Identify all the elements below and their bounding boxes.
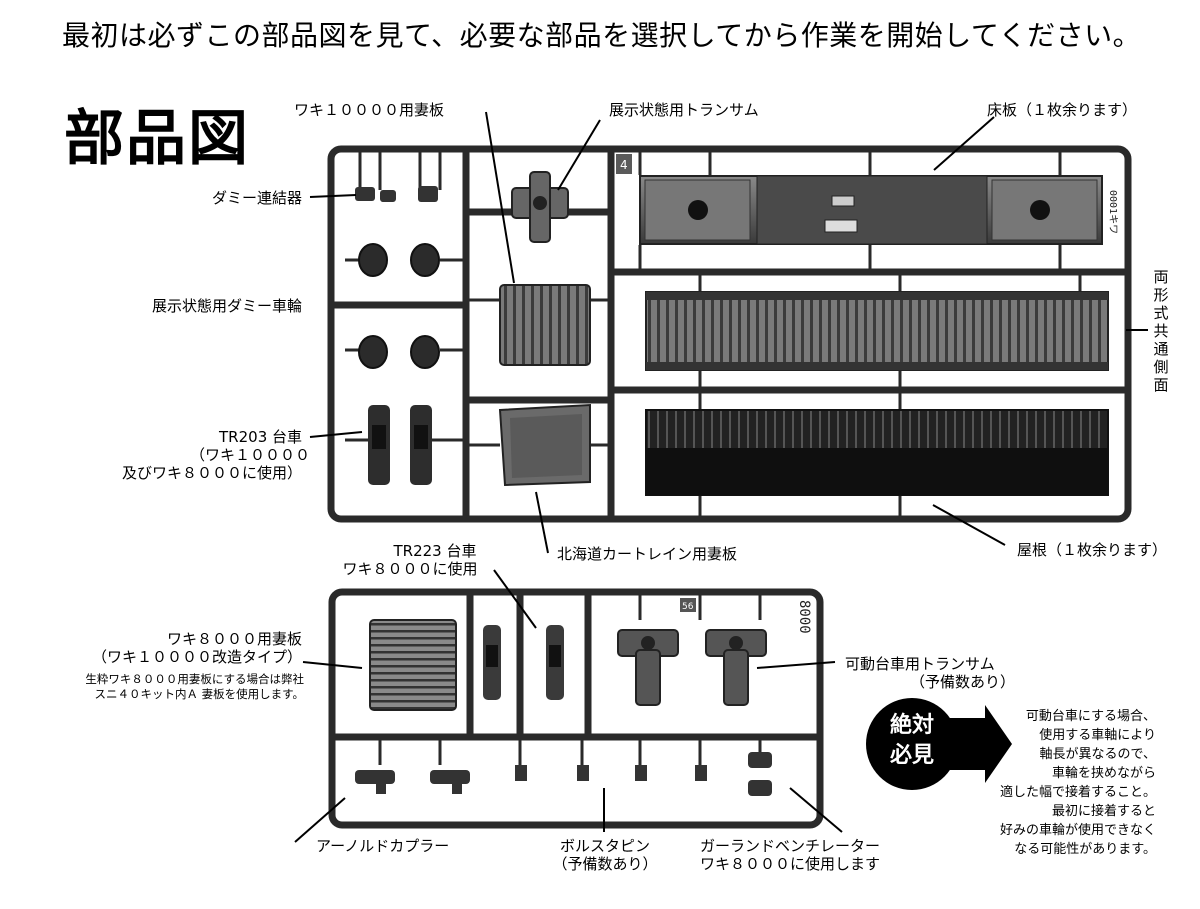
arnold-coupler-parts [355,770,470,794]
caution-line: 適した幅で接着すること。 [999,785,1156,800]
lower-sprue-tag-number: 56 [682,602,694,612]
label-display-dummy-wheels: 展示状態用ダミー車輪 [151,297,302,315]
hokkaido-end-plate-part [498,403,591,487]
must-read-badge [866,698,1012,790]
caution-line: なる可能性があります。 [1014,842,1156,857]
waki8000-note-line2: スニ４０キット内Ａ 妻板を使用します。 [94,687,304,701]
tr203-truck-parts [368,405,432,485]
garland-ventilator-parts [748,752,772,796]
lower-sprue-code: 8000 [796,600,812,634]
label-tr203-line3: 及びワキ８０００に使用） [121,464,302,482]
floor-plate-part: 0001キワ [639,175,1118,245]
side-panel-part [645,291,1109,371]
display-transom-part [511,171,569,243]
label-tr223-line1: TR223 台車 [393,542,477,560]
label-arnold-coupler: アーノルドカプラー [316,837,450,855]
sprue-tag [616,154,632,174]
tr223-truck-parts [483,625,564,700]
page-title: 部品図 [64,104,250,174]
caution-line: 可動台車にする場合、 [1025,709,1156,724]
label-both-types-side: 両形式共通側面 [1153,268,1169,394]
label-dummy-coupler: ダミー連結器 [211,189,302,207]
label-bolster-pin-line2: （予備数あり） [552,855,658,873]
caution-line: 好みの車輪が使用できなく [999,823,1156,838]
label-tr223-line2: ワキ８０００に使用 [342,560,478,578]
sprue-tag-number: 4 [620,158,628,172]
label-garland-line2: ワキ８０００に使用します [700,855,881,873]
label-waki10000-end-plate: ワキ１００００用妻板 [294,101,445,119]
leader-lines [294,111,1148,843]
label-waki8000-end-line2: （ワキ１００００改造タイプ） [91,648,302,666]
lower-sprue [328,588,824,829]
label-display-transom: 展示状態用トランサム [609,101,759,119]
badge-line1: 絶対 [889,713,934,738]
floor-code: 0001キワ [1107,190,1118,234]
label-roof: 屋根（１枚余ります） [1017,541,1168,559]
label-movable-transom-line2: （予備数あり） [910,673,1016,691]
label-movable-transom-line1: 可動台車用トランサム [845,655,995,673]
waki8000-note-line1: 生粋ワキ８０００用妻板にする場合は弊社 [85,672,304,686]
waki10000-end-plate-part [499,284,591,366]
label-bolster-pin-line1: ボルスタピン [559,837,650,855]
dummy-wheel-parts [358,243,440,369]
movable-transom-parts [617,629,767,706]
label-tr203-line1: TR203 台車 [219,428,302,446]
bolster-pin-parts [515,765,707,781]
lower-sprue-tag [680,598,696,612]
top-instruction: 最初は必ずこの部品図を見て、必要な部品を選択してから作業を開始してください。 [62,19,1142,52]
label-hokkaido-end-plate: 北海道カートレイン用妻板 [557,545,738,563]
caution-note: 可動台車にする場合、 使用する車軸により 軸長が異なるので、 車輪を挟めながら … [960,707,1156,859]
dummy-coupler-parts [355,186,438,202]
badge-line2: 必見 [889,743,934,768]
label-garland-line1: ガーランドベンチレーター [700,837,881,855]
upper-gates [345,152,1082,516]
label-tr203-line2: （ワキ１００００ [189,446,310,464]
caution-line: 軸長が異なるので、 [1039,747,1156,762]
label-waki8000-end-line1: ワキ８０００用妻板 [166,630,302,648]
caution-line: 車輪を挟めながら [1051,766,1156,781]
caution-line: 使用する車軸により [1039,728,1156,743]
label-floor-plate: 床板（１枚余ります） [987,101,1138,119]
roof-part [645,409,1109,496]
waki8000-end-plate-part [369,619,457,711]
caution-line: 最初に接着すると [1051,804,1156,819]
